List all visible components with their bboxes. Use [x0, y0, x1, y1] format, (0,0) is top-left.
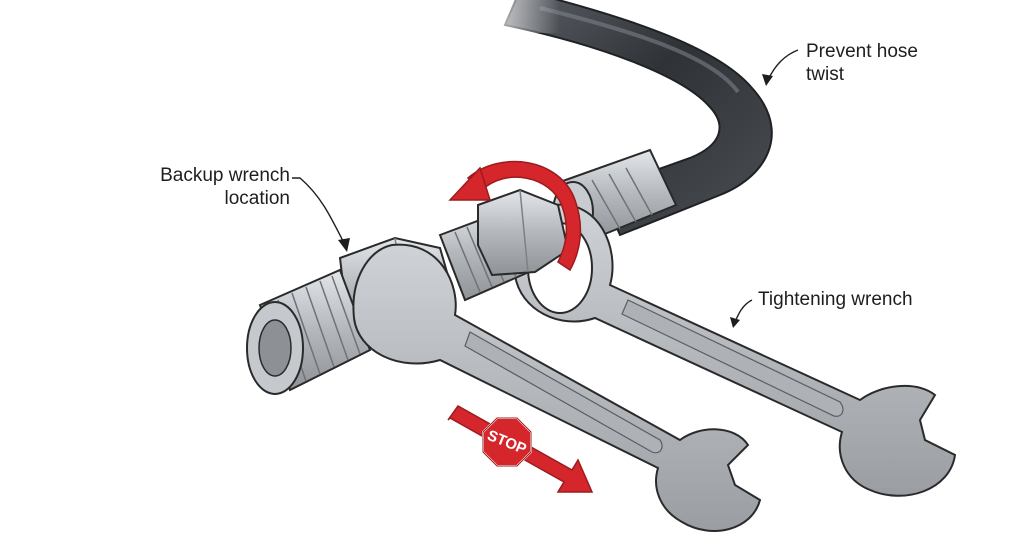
prevent-twist-label-line1: Prevent hose: [806, 41, 918, 62]
leader-arrowheads: [338, 74, 773, 328]
backup-wrench-label-line1: Backup wrench: [160, 165, 290, 186]
tightening-wrench-label: Tightening wrench: [758, 288, 913, 311]
prevent-twist-label-line2: twist: [806, 64, 844, 85]
hose: [470, 0, 773, 237]
backup-leader: [292, 177, 346, 246]
backup-wrench-label-line2: location: [224, 188, 291, 209]
backup-wrench-label: Backup wrench location: [150, 164, 290, 210]
rotation-arrow: [448, 160, 582, 272]
tightening-leader: [734, 299, 753, 323]
tightening-wrench-label-line1: Tightening wrench: [758, 289, 913, 310]
stop-direction-arrow: STOP: [447, 405, 594, 493]
backup-wrench: [352, 243, 762, 532]
prevent-hose-twist-label: Prevent hose twist: [806, 40, 918, 86]
hose-leader: [767, 49, 799, 81]
